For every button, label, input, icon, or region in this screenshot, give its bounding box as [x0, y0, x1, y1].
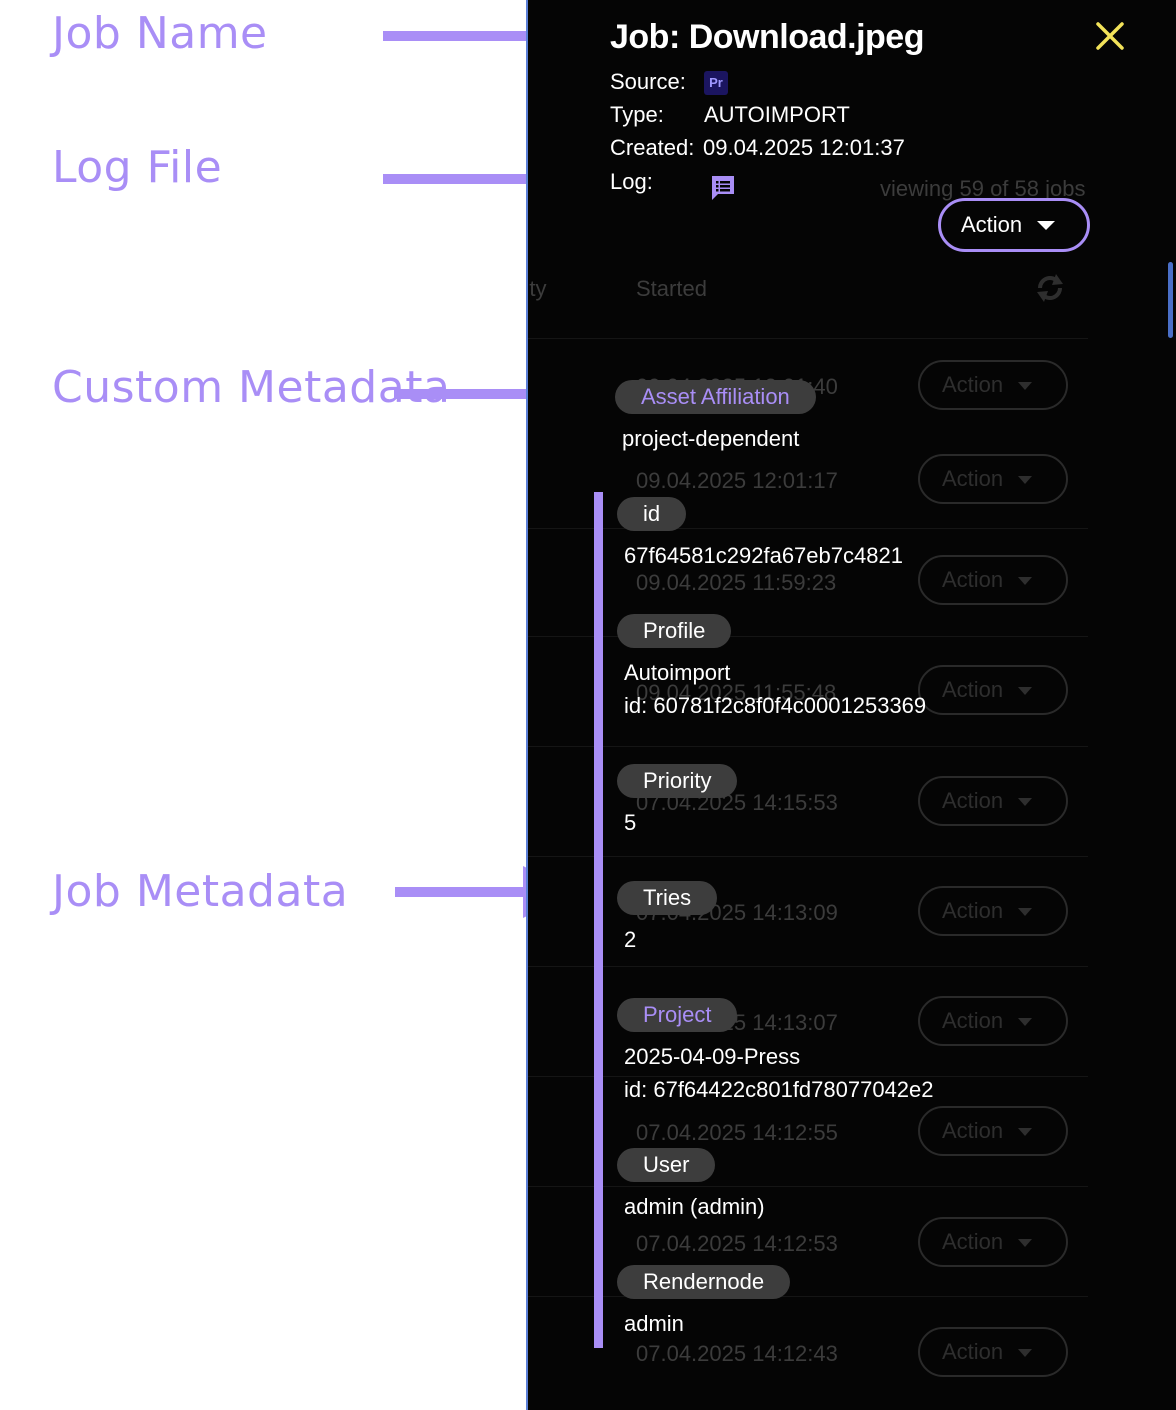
chevron-down-icon: [1018, 577, 1032, 585]
asset-affiliation-value: project-dependent: [622, 426, 800, 451]
row-action-button[interactable]: Action: [918, 454, 1068, 504]
action-dropdown-button[interactable]: Action: [938, 198, 1090, 252]
list-divider: [528, 338, 1088, 339]
row-action-label: Action: [942, 466, 1004, 491]
row-action-label: Action: [942, 567, 1004, 592]
row-action-label: Action: [942, 677, 1004, 702]
refresh-icon[interactable]: [1032, 270, 1068, 306]
job-detail-panel: viewing 59 of 58 jobs Priority Started 0…: [526, 0, 1176, 1410]
annotation-custom-metadata: Custom Metadata: [52, 362, 451, 413]
chevron-down-icon: [1018, 798, 1032, 806]
row-started: 07.04.2025 14:12:43: [636, 1341, 838, 1366]
row-action-label: Action: [942, 1008, 1004, 1033]
chevron-down-icon: [1018, 476, 1032, 484]
row-action-button[interactable]: Action: [918, 1217, 1068, 1267]
row-action-label: Action: [942, 1339, 1004, 1364]
row-action-label: Action: [942, 1229, 1004, 1254]
scrollbar[interactable]: [1168, 262, 1173, 338]
premiere-pro-icon: Pr: [704, 71, 728, 95]
chip-priority: Priority: [617, 764, 738, 798]
row-started: 09.04.2025 11:59:23: [636, 570, 837, 595]
id-value: 67f64581c292fa67eb7c4821: [624, 543, 903, 568]
created-value: 09.04.2025 12:01:37: [703, 135, 905, 160]
message-list-icon[interactable]: [710, 174, 736, 202]
chevron-down-icon: [1018, 1018, 1032, 1026]
chip-user: User: [617, 1148, 716, 1182]
column-header-priority[interactable]: Priority: [528, 276, 547, 301]
chip-tries: Tries: [617, 881, 718, 915]
row-started: 09.04.2025 11:55:48: [636, 680, 837, 705]
profile-value: Autoimport: [624, 660, 731, 685]
list-divider: [528, 1186, 1088, 1187]
row-started: 09.04.2025 12:01:17: [636, 468, 838, 493]
chevron-down-icon: [1018, 687, 1032, 695]
log-label: Log:: [610, 169, 653, 194]
column-header-started[interactable]: Started: [636, 276, 707, 301]
job-title: Job: Download.jpeg: [610, 18, 924, 56]
viewing-count: viewing 59 of 58 jobs: [880, 176, 1086, 201]
created-label: Created:: [610, 135, 695, 160]
project-id: id: 67f64422c801fd78077042e2: [624, 1077, 934, 1102]
chevron-down-icon: [1018, 382, 1032, 390]
annotation-log-file: Log File: [52, 142, 223, 193]
row-started: 07.04.2025 14:12:55: [636, 1120, 838, 1145]
chip-profile: Profile: [617, 614, 732, 648]
type-label: Type:: [610, 102, 664, 127]
chevron-down-icon: [1018, 908, 1032, 916]
action-label: Action: [961, 212, 1023, 237]
chip-id: id: [617, 497, 687, 531]
list-divider: [528, 636, 1088, 637]
list-divider: [528, 1296, 1088, 1297]
chevron-down-icon: [1037, 221, 1055, 230]
list-divider: [528, 1076, 1088, 1077]
list-divider: [528, 856, 1088, 857]
row-action-label: Action: [942, 1118, 1004, 1143]
row-action-button[interactable]: Action: [918, 996, 1068, 1046]
rendernode-value: admin: [624, 1311, 684, 1336]
row-action-button[interactable]: Action: [918, 1106, 1068, 1156]
annotation-job-name: Job Name: [52, 8, 268, 59]
user-value: admin (admin): [624, 1194, 765, 1219]
chevron-down-icon: [1018, 1349, 1032, 1357]
chip-rendernode: Rendernode: [617, 1265, 791, 1299]
row-action-button[interactable]: Action: [918, 886, 1068, 936]
row-action-label: Action: [942, 788, 1004, 813]
priority-value: 5: [624, 810, 637, 835]
type-value: AUTOIMPORT: [704, 102, 850, 127]
chevron-down-icon: [1018, 1128, 1032, 1136]
tries-value: 2: [624, 927, 637, 952]
row-action-label: Action: [942, 372, 1004, 397]
list-divider: [528, 966, 1088, 967]
chip-asset-affiliation: Asset Affiliation: [615, 380, 816, 414]
project-value: 2025-04-09-Press: [624, 1044, 801, 1069]
chevron-down-icon: [1018, 1239, 1032, 1247]
source-label: Source:: [610, 69, 686, 94]
row-action-button[interactable]: Action: [918, 1327, 1068, 1377]
list-divider: [528, 746, 1088, 747]
row-action-label: Action: [942, 898, 1004, 923]
row-action-button[interactable]: Action: [918, 665, 1068, 715]
close-icon[interactable]: [1094, 20, 1126, 52]
profile-id: id: 60781f2c8f0f4c0001253369: [624, 693, 927, 718]
annotation-job-metadata: Job Metadata: [52, 866, 349, 917]
row-action-button[interactable]: Action: [918, 555, 1068, 605]
row-action-button[interactable]: Action: [918, 776, 1068, 826]
chip-project: Project: [617, 998, 738, 1032]
job-metadata-bar: [594, 492, 603, 1348]
row-action-button[interactable]: Action: [918, 360, 1068, 410]
row-started: 07.04.2025 14:12:53: [636, 1231, 838, 1256]
list-divider: [528, 528, 1088, 529]
